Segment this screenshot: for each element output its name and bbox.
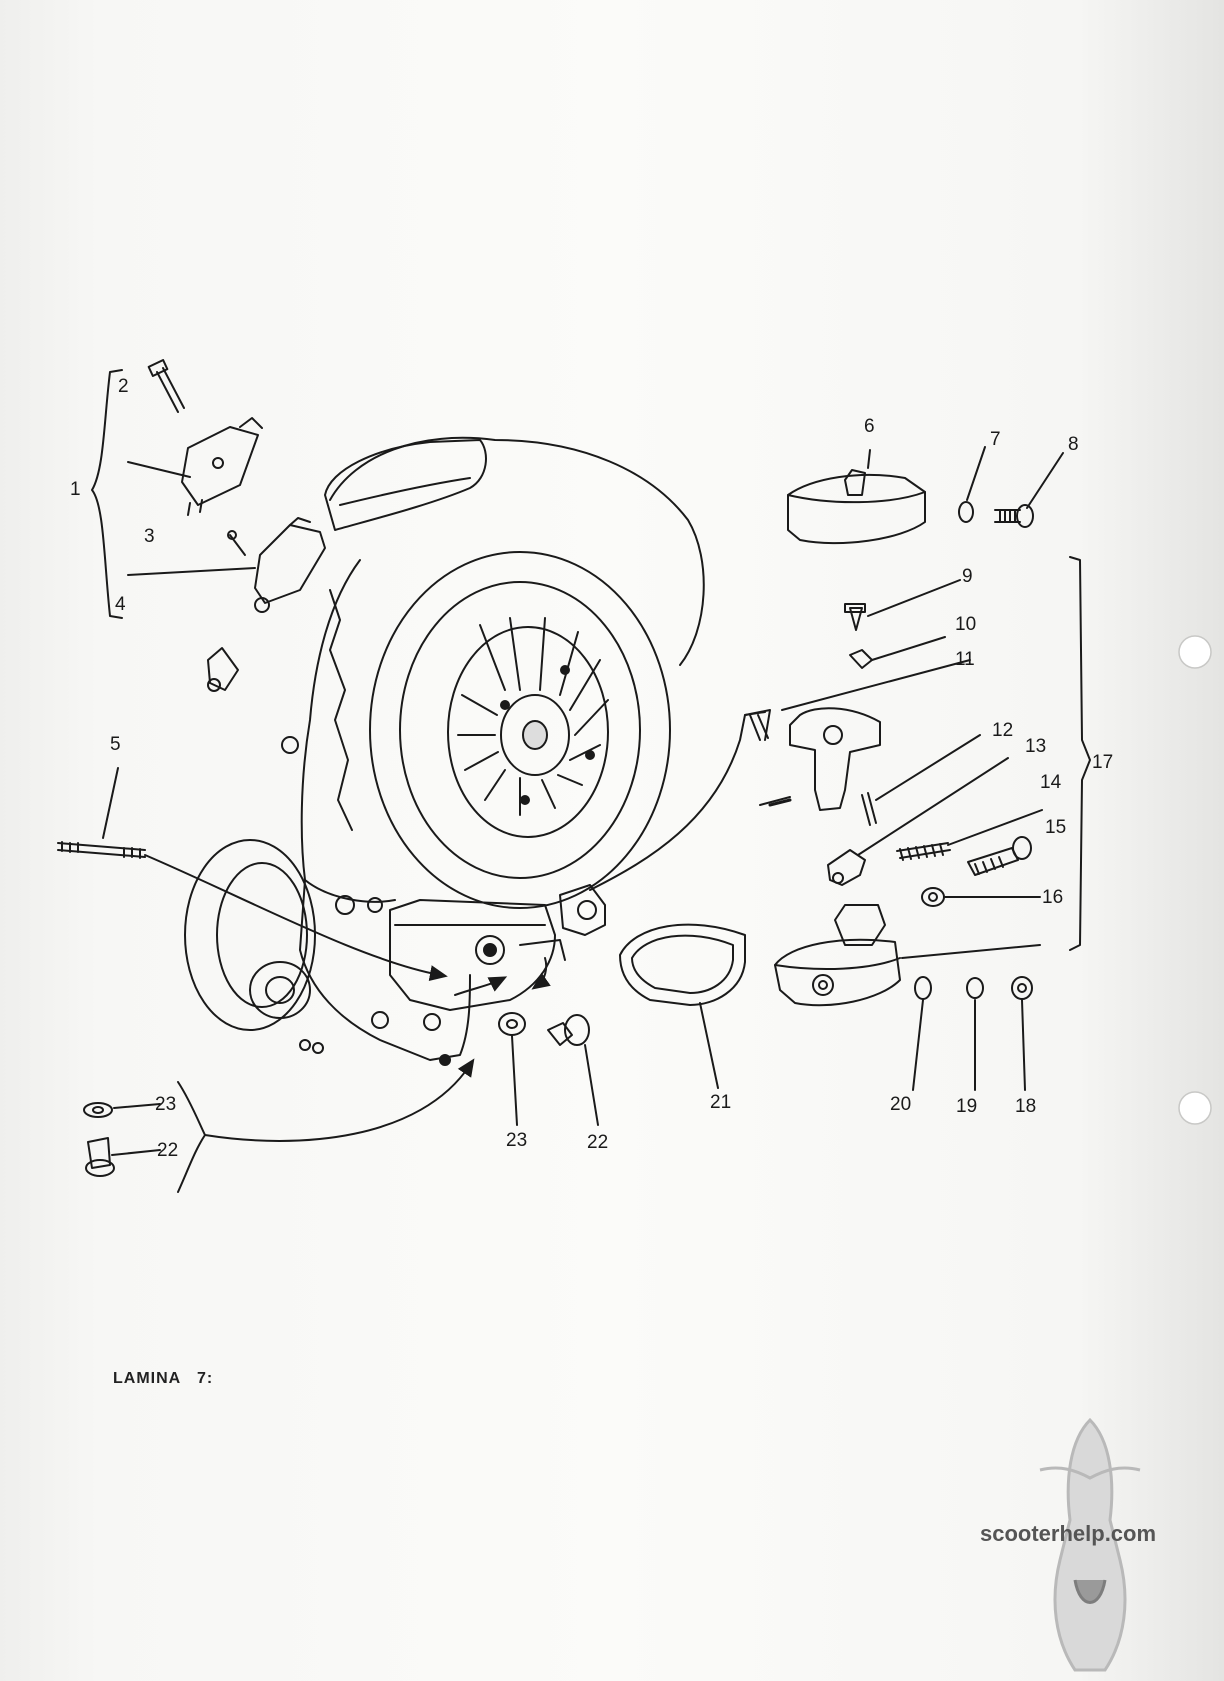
stud-5 — [57, 767, 448, 982]
callout-1: 1 — [70, 479, 81, 500]
left-parts-group — [91, 359, 326, 692]
callout-11: 11 — [955, 649, 975, 670]
callout-23-left: 23 — [155, 1094, 176, 1115]
callout-2: 2 — [118, 376, 129, 397]
callout-labels: 1 2 3 4 5 6 7 8 9 10 11 12 13 14 15 16 1… — [70, 376, 1113, 1161]
callout-19: 19 — [956, 1096, 977, 1117]
callout-13: 13 — [1025, 736, 1046, 757]
callout-4: 4 — [115, 594, 126, 615]
callout-6: 6 — [864, 416, 875, 437]
right-top-parts — [759, 446, 1091, 1091]
callout-18: 18 — [1015, 1096, 1036, 1117]
lower-parts — [83, 957, 599, 1193]
callout-23-center: 23 — [506, 1130, 527, 1151]
callout-12: 12 — [992, 720, 1013, 741]
plate-caption: LAMINA 7: — [113, 1370, 214, 1387]
binder-holes — [1178, 635, 1212, 1125]
callout-7: 7 — [990, 429, 1001, 450]
callout-20: 20 — [890, 1094, 911, 1115]
watermark-text: scooterhelp.com — [980, 1521, 1157, 1546]
gasket-21 — [619, 923, 746, 1089]
callout-9: 9 — [962, 566, 973, 587]
callout-21: 21 — [710, 1092, 731, 1113]
engine-casing — [184, 436, 771, 1066]
callout-14: 14 — [1040, 772, 1062, 793]
callout-16: 16 — [1042, 887, 1063, 908]
callout-22-left: 22 — [157, 1140, 178, 1161]
callout-17: 17 — [1092, 752, 1113, 773]
callout-15: 15 — [1045, 817, 1066, 838]
callout-5: 5 — [110, 734, 121, 755]
scooter-logo-icon — [1039, 1417, 1141, 1672]
callout-10: 10 — [955, 614, 976, 635]
callout-8: 8 — [1068, 434, 1079, 455]
callout-3: 3 — [144, 526, 155, 547]
callout-22-center: 22 — [587, 1132, 608, 1153]
